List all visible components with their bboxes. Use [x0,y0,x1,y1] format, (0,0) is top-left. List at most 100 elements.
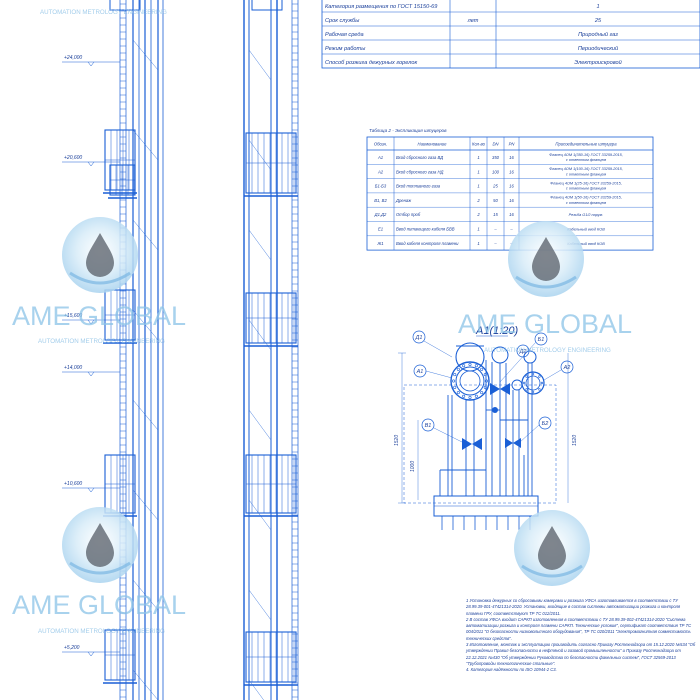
watermark-logo [508,221,584,297]
service-platform [103,289,137,344]
watermark-tagline: AUTOMATION METROLOGY ENGINEERING [38,338,165,345]
watermark-brand: AME GLOBAL [12,590,186,620]
svg-text:с ответным фланцем: с ответным фланцем [566,158,607,162]
svg-text:Ввод питающего кабеля БВВ: Ввод питающего кабеля БВВ [396,227,455,232]
svg-text:Периодический: Периодический [578,45,618,52]
svg-text:Ж1: Ж1 [376,241,383,246]
svg-text:1: 1 [477,169,479,174]
svg-text:–: – [493,241,497,246]
svg-text:16: 16 [509,184,514,189]
callout-a2: А2 [543,360,574,381]
watermark-logo [514,510,590,586]
svg-text:1: 1 [596,4,599,10]
svg-text:В1: В1 [425,423,432,429]
svg-text:Б1-Б3: Б1-Б3 [375,184,387,189]
watermark-brand: AME GLOBAL [12,301,186,331]
svg-text:25: 25 [594,18,602,24]
elevation-mark: +15,600 [62,313,120,325]
callout-v1: В1 [421,418,463,443]
table-header: Присоединительные штуцера [555,142,617,147]
watermark-tagline: AUTOMATION METROLOGY ENGINEERING [40,9,167,16]
callout-b2: Б2 [519,416,552,443]
table-header: Обозн. [374,142,387,147]
svg-text:Категория размещения по ГОСТ 1: Категория размещения по ГОСТ 15150-69 [325,4,437,10]
svg-text:Вход сбросного газа НД: Вход сбросного газа НД [396,169,444,174]
callout-d2: Д2 [516,344,530,358]
service-platform [108,164,137,199]
valve-v2 [505,438,521,448]
valve-b1 [490,383,510,395]
note-2: 2 В состав УФСА входит САРКП изготовленн… [466,616,692,641]
callout-a1: А1 [413,364,453,379]
svg-text:2: 2 [476,198,480,203]
svg-text:Рабочая среда: Рабочая среда [325,32,364,38]
svg-text:А2: А2 [377,169,384,174]
spec-table: Категория размещения по ГОСТ 15150-69 1Ср… [321,0,700,69]
svg-text:А1: А1 [377,155,383,160]
table-header: DN [492,142,499,147]
svg-text:Вход топливного газа: Вход топливного газа [396,184,441,189]
svg-text:+5,200: +5,200 [64,645,80,651]
svg-text:Кабельный ввод КОВ: Кабельный ввод КОВ [567,228,605,232]
spec-row: Режим работы Периодический [325,45,618,52]
service-platform [244,454,298,517]
elevation-mark: +20,600 [62,155,120,167]
watermark-logo [62,507,138,583]
svg-text:50: 50 [493,198,498,203]
svg-text:лет: лет [467,18,479,24]
svg-text:Фланец 4ОМ 1(350-16) ГОСТ 3325: Фланец 4ОМ 1(350-16) ГОСТ 33259-2015, [549,153,623,157]
spec-row: Срок службы лет 25 [325,18,602,24]
svg-text:Б2: Б2 [542,421,549,427]
svg-text:Д1: Д1 [415,335,423,341]
svg-text:Б1: Б1 [538,337,545,343]
svg-text:+10,600: +10,600 [64,481,82,487]
elevation-mark: +10,600 [62,481,120,493]
svg-text:–: – [509,241,513,246]
svg-text:1: 1 [477,184,479,189]
watermark-tagline: AUTOMATION METROLOGY ENGINEERING [38,628,165,635]
svg-text:Срок службы: Срок службы [325,18,359,24]
nozzle-table-title: Таблица 2 - Экспликация штуцеров [369,128,447,133]
svg-text:В1, В2: В1, В2 [374,198,387,203]
watermark-brand: AME GLOBAL [458,309,632,339]
svg-text:+14,000: +14,000 [64,365,82,371]
elevation-mark: +5,200 [62,645,120,657]
svg-text:+24,000: +24,000 [64,55,82,61]
svg-text:15: 15 [493,212,498,217]
service-platform [244,292,298,347]
elevation-mark: +14,000 [62,365,120,377]
svg-text:+20,600: +20,600 [64,155,82,161]
svg-text:1520: 1520 [394,435,400,446]
svg-text:100: 100 [492,169,500,174]
svg-text:Фланец 4ОМ 1(25-16) ГОСТ 33259: Фланец 4ОМ 1(25-16) ГОСТ 33259-2015, [550,181,622,185]
service-platform [244,132,298,197]
callout-d1: Д1 [412,330,453,358]
svg-text:350: 350 [492,155,500,160]
svg-text:1000: 1000 [410,461,416,472]
svg-text:Кабельный ввод КОВ: Кабельный ввод КОВ [567,242,605,246]
table-header: PN [509,142,516,147]
svg-text:16: 16 [509,198,514,203]
table-header: Наименование [418,142,448,147]
svg-text:Режим работы: Режим работы [325,46,365,52]
watermark-tagline: AUTOMATION METROLOGY ENGINEERING [484,347,611,354]
svg-text:Д1,Д2: Д1,Д2 [374,212,387,217]
svg-text:А1: А1 [416,369,424,375]
detail-title: А1(1:20) [475,325,519,337]
svg-text:Фланец 4ОМ 1(50-16) ГОСТ 33259: Фланец 4ОМ 1(50-16) ГОСТ 33259-2015, [550,196,622,200]
svg-text:Дренаж: Дренаж [395,198,412,203]
svg-text:16: 16 [509,212,514,217]
elevation-marks: +24,000 +20,600 +15,600 +14,000 +10,600 … [62,55,120,657]
svg-text:А2: А2 [563,365,571,371]
svg-text:25: 25 [492,184,498,189]
watermark-logo [62,217,138,293]
svg-text:с ответным фланцем: с ответным фланцем [566,172,607,176]
svg-text:Способ розжига дежурных горело: Способ розжига дежурных горелок [325,60,417,66]
